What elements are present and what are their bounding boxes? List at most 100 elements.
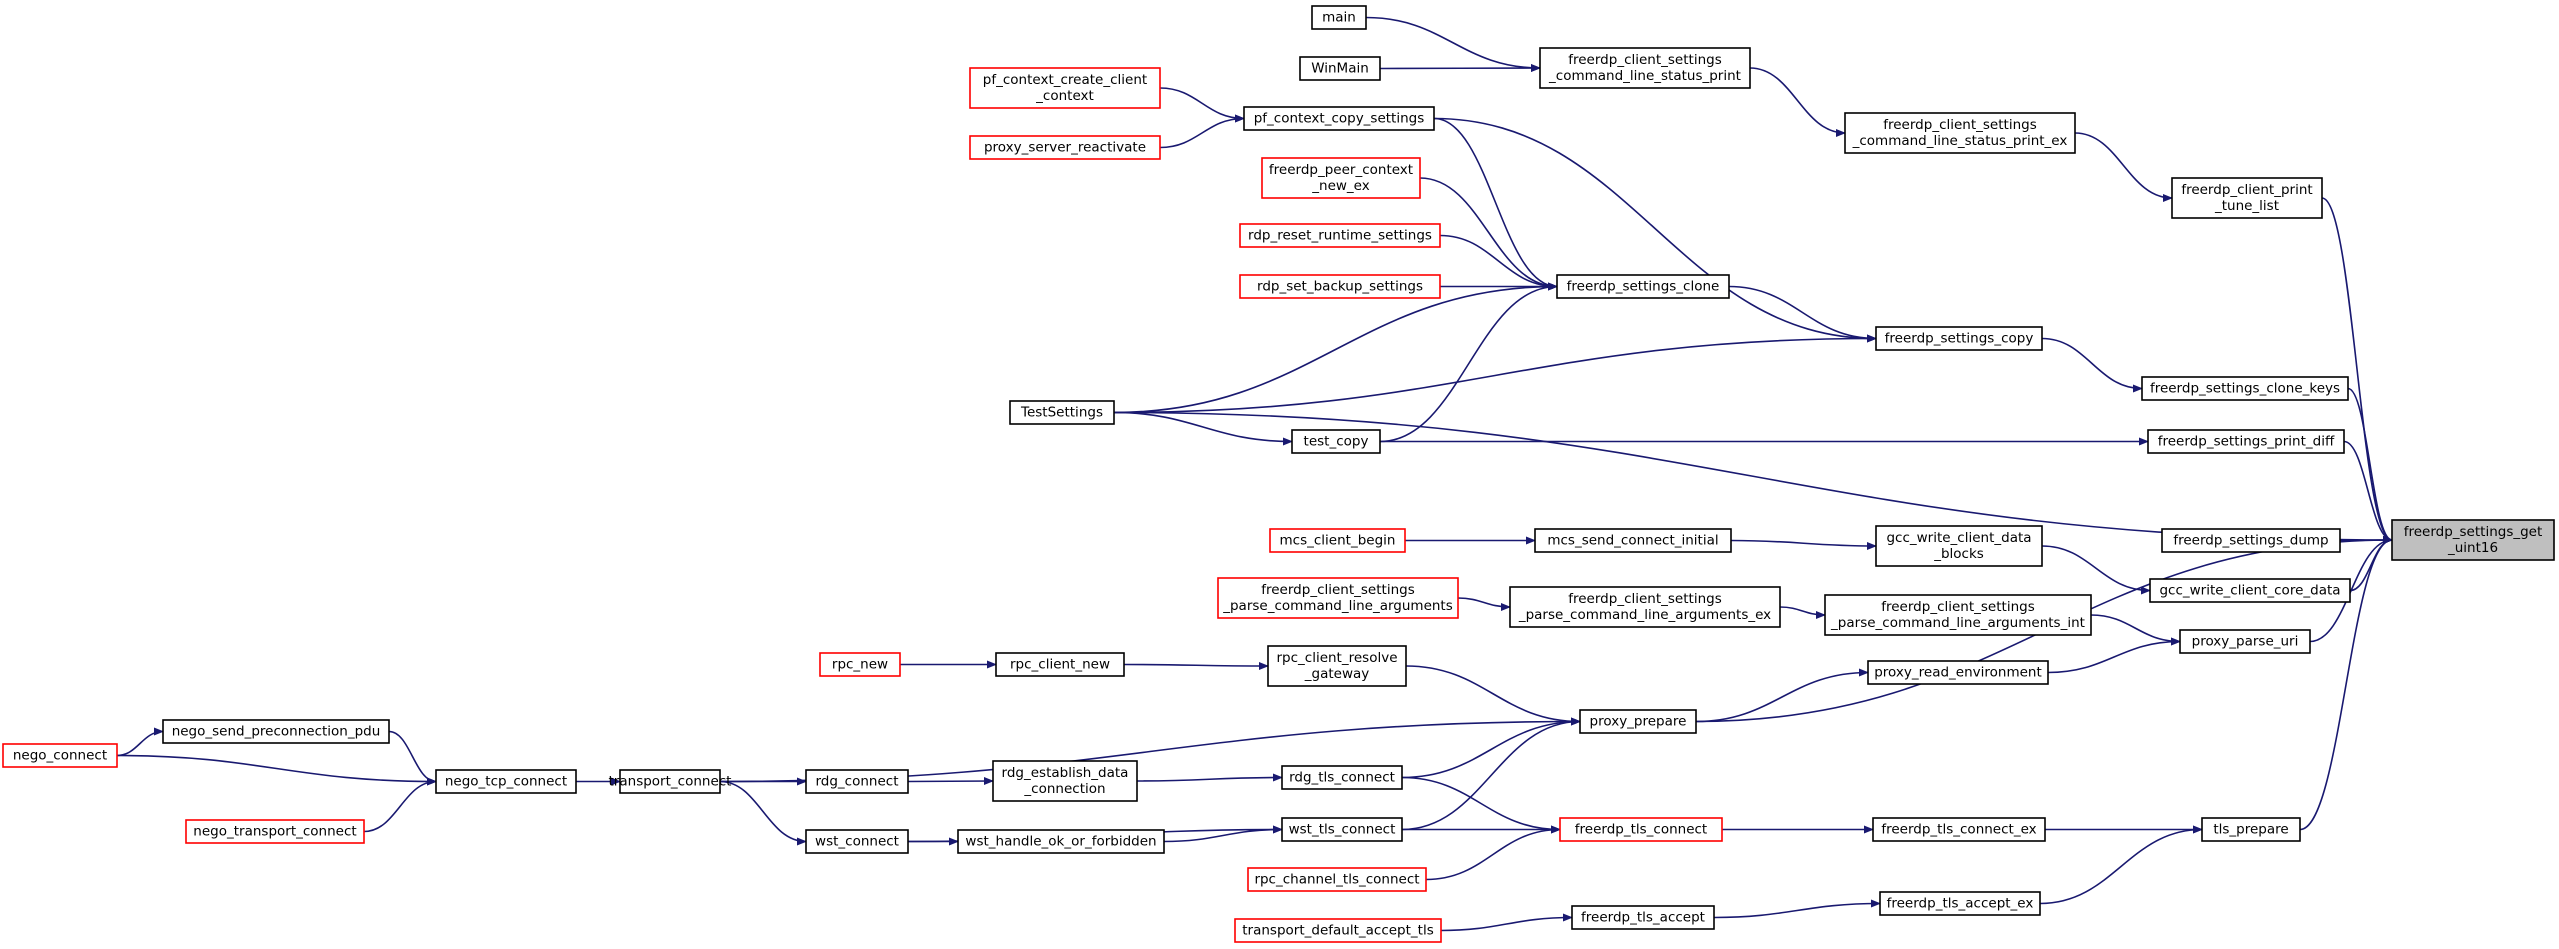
function-node-fspd[interactable]: freerdp_settings_print_diff [2147,429,2345,454]
function-node-pfcs[interactable]: pf_context_copy_settings [1243,106,1435,131]
function-name-label: nego_connect [13,748,107,764]
function-node-fsd[interactable]: freerdp_settings_dump [2161,528,2341,553]
function-node-pre[interactable]: proxy_read_environment [1867,660,2049,685]
call-edge-fscopy-to-fsck [2041,337,2143,393]
function-name-label: freerdp_settings_print_diff [2158,434,2335,450]
function-node-rpccn[interactable]: rpc_client_new [995,652,1125,677]
function-node-rcrg[interactable]: rpc_client_resolve_gateway [1267,645,1407,687]
function-name-label: rdg_establish_data [1002,765,1129,781]
function-name-label: _parse_command_line_arguments_int [1830,615,2085,631]
function-node-testsettings[interactable]: TestSettings [1009,400,1115,425]
function-node-box [2171,177,2323,219]
call-edge-line [2347,387,2393,544]
function-node-testcopy[interactable]: test_copy [1291,429,1381,454]
function-node-whof[interactable]: wst_handle_ok_or_forbidden [957,829,1165,854]
function-node-box [969,135,1161,160]
function-name-label: pf_context_copy_settings [1254,111,1425,127]
function-node-winmain[interactable]: WinMain [1299,56,1381,81]
function-node-pp[interactable]: proxy_prepare [1579,709,1697,734]
function-node-box [1875,326,2043,351]
function-node-mcb[interactable]: mcs_client_begin [1269,528,1406,553]
function-node-box [2,743,118,768]
call-edge-rtc-to-ftc [1401,776,1561,834]
call-edge-line [1401,717,1581,831]
call-edge-ntrc-to-ntc [363,777,437,833]
function-node-psr[interactable]: proxy_server_reactivate [969,135,1161,160]
function-name-label: freerdp_settings_clone [1567,279,1720,295]
call-edge-line [1159,87,1245,123]
call-edge-line [2090,614,2181,646]
function-node-nspp[interactable]: nego_send_preconnection_pdu [162,719,390,744]
function-node-rrrs[interactable]: rdp_reset_runtime_settings [1239,223,1441,248]
function-node-box [1534,528,1732,553]
function-name-label: freerdp_tls_accept_ex [1887,896,2034,912]
function-node-box [1239,223,1441,248]
function-node-ftc[interactable]: freerdp_tls_connect [1559,817,1723,842]
function-name-label: nego_send_preconnection_pdu [172,724,381,740]
function-node-fcspclaex[interactable]: freerdp_client_settings_parse_command_li… [1509,586,1781,628]
function-name-label: transport_connect [609,774,732,790]
call-edge-line [2074,132,2173,202]
function-node-gwccd[interactable]: gcc_write_client_core_data [2149,578,2351,603]
function-node-fta[interactable]: freerdp_tls_accept [1571,905,1715,930]
function-node-fpcn[interactable]: freerdp_peer_context_new_ex [1261,157,1421,199]
function-node-box [1844,112,2076,154]
function-node-gwcdb[interactable]: gcc_write_client_data_blocks [1875,525,2043,567]
call-edge-line [1749,67,1846,137]
function-node-box [1867,660,2049,685]
function-node-tune[interactable]: freerdp_client_print_tune_list [2171,177,2323,219]
function-node-box [969,67,1161,109]
function-node-box [992,760,1138,802]
function-node-box [1247,867,1427,892]
function-node-nego[interactable]: nego_connect [2,743,118,768]
function-name-label: freerdp_client_settings [1568,591,1721,607]
function-name-label: nego_tcp_connect [445,774,567,790]
function-node-rsbs[interactable]: rdp_set_backup_settings [1239,274,1441,299]
call-edge-line [1713,899,1881,919]
function-node-ppu[interactable]: proxy_parse_uri [2179,629,2311,654]
function-node-box [1824,594,2092,636]
function-node-tdat[interactable]: transport_default_accept_tls [1234,918,1442,943]
call-edge-pre-to-ppu [2047,637,2181,674]
function-node-fcspclaint[interactable]: freerdp_client_settings_parse_command_li… [1824,594,2092,636]
call-edge-line [1433,117,1877,343]
function-node-root[interactable]: freerdp_settings_get_uint16 [2391,519,2555,561]
function-node-fsclone[interactable]: freerdp_settings_clone [1556,274,1730,299]
call-edge-line [1365,16,1541,72]
function-node-rtc[interactable]: rdg_tls_connect [1281,765,1403,790]
function-node-wstc[interactable]: wst_connect [805,829,909,854]
function-node-box [185,819,365,844]
function-node-clspex[interactable]: freerdp_client_settings_command_line_sta… [1844,112,2076,154]
function-node-msci[interactable]: mcs_send_connect_initial [1534,528,1732,553]
function-node-box [1556,274,1730,299]
function-node-wtc[interactable]: wst_tls_connect [1281,817,1403,842]
function-node-main[interactable]: main [1311,5,1367,30]
function-name-label: freerdp_settings_dump [2173,533,2328,549]
function-node-fsck[interactable]: freerdp_settings_clone_keys [2141,376,2349,401]
function-node-ftaex[interactable]: freerdp_tls_accept_ex [1879,891,2041,916]
function-node-fscopy[interactable]: freerdp_settings_copy [1875,326,2043,351]
function-node-tlsp[interactable]: tls_prepare [2201,817,2301,842]
call-edge-fsck-to-root [2347,387,2393,544]
call-edge-pfcs-to-fsclone [1433,117,1558,291]
function-node-pfcc[interactable]: pf_context_create_client_context [969,67,1161,109]
function-node-clsp[interactable]: freerdp_client_settings_command_line_sta… [1539,47,1751,89]
function-node-rdgc[interactable]: rdg_connect [805,769,909,794]
function-node-redc[interactable]: rdg_establish_data_connection [992,760,1138,802]
function-node-ntrc[interactable]: nego_transport_connect [185,819,365,844]
function-name-label: rdp_set_backup_settings [1257,279,1423,295]
function-node-ntc[interactable]: nego_tcp_connect [435,769,577,794]
function-node-tc[interactable]: transport_connect [609,769,732,794]
function-node-fcspcla[interactable]: freerdp_client_settings_parse_command_li… [1217,577,1459,619]
function-node-rpcnew[interactable]: rpc_new [819,652,901,677]
call-edge-rtc-to-pp [1401,717,1581,779]
function-node-box [1239,274,1441,299]
function-node-ftcex[interactable]: freerdp_tls_connect_ex [1872,817,2046,842]
function-node-box [1579,709,1697,734]
call-edge-line [1728,285,1877,343]
function-node-rctc[interactable]: rpc_channel_tls_connect [1247,867,1427,892]
function-node-box [1217,577,1459,619]
call-edge-line [2041,545,2151,595]
function-name-label: WinMain [1311,61,1369,77]
function-node-box [2141,376,2349,401]
